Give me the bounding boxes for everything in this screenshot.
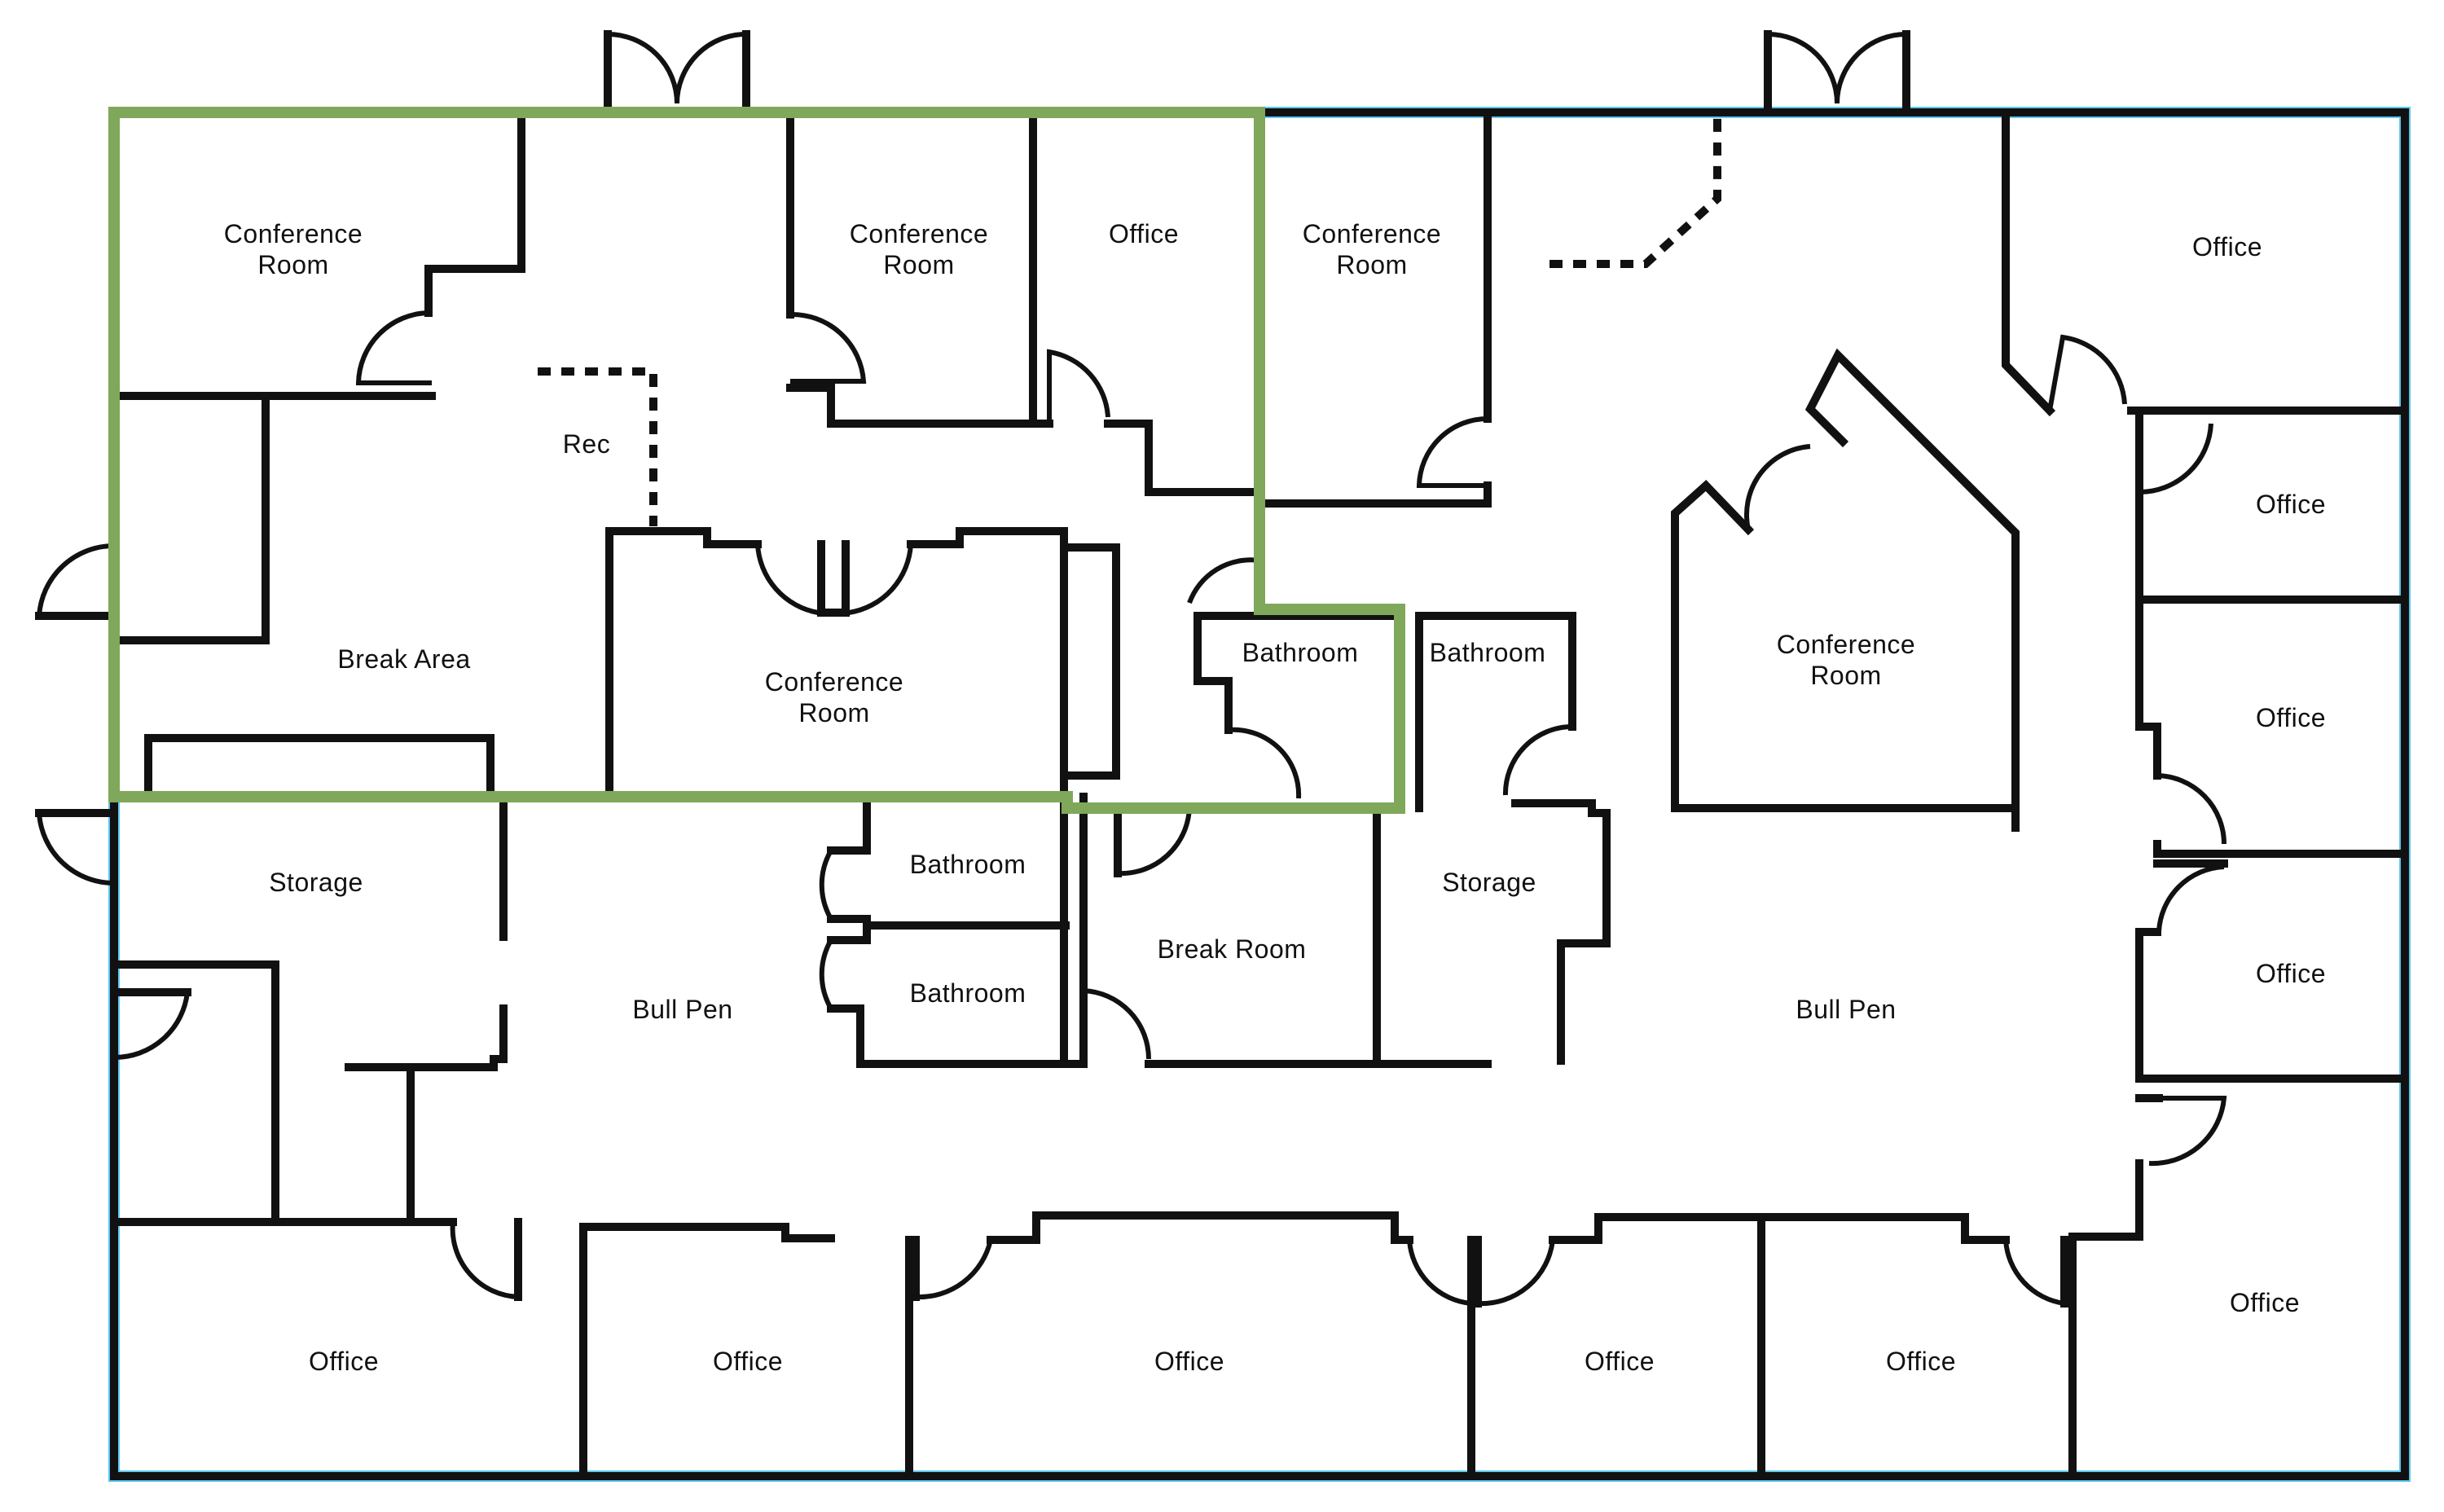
office-bottom-right-label: Office [2230, 1288, 2300, 1317]
bathroom-c-label: Bathroom [910, 850, 1026, 879]
office-bottom-3-label: Office [1154, 1347, 1224, 1376]
bathroom-a-label: Bathroom [1242, 638, 1359, 667]
conf-room-e-label-line1: Conference [765, 667, 903, 697]
break-area-label: Break Area [337, 644, 470, 674]
conf-room-a-label-line2: Room [257, 250, 328, 279]
office-bottom-1-label: Office [309, 1347, 379, 1376]
green-zone-outline [108, 107, 1405, 814]
room-labels: Conference Room Conference Room Office C… [224, 219, 2326, 1376]
office-right-1-label: Office [2256, 490, 2326, 519]
office-top-right-label: Office [2192, 232, 2262, 262]
office-bottom-2-label: Office [713, 1347, 783, 1376]
office-right-2-label: Office [2256, 703, 2326, 732]
bathroom-b-label: Bathroom [1430, 638, 1546, 667]
conf-room-b-label-line1: Conference [850, 219, 988, 248]
office-bottom-4-label: Office [1585, 1347, 1655, 1376]
conf-room-d-label-line2: Room [1810, 661, 1881, 690]
rec-label: Rec [563, 429, 610, 459]
conf-room-c-label-line1: Conference [1303, 219, 1441, 248]
bull-pen-right-label: Bull Pen [1796, 995, 1896, 1024]
office-right-3-label: Office [2256, 959, 2326, 988]
bathroom-d-label: Bathroom [910, 978, 1026, 1008]
break-room-label: Break Room [1158, 934, 1307, 964]
conf-room-c-label-line2: Room [1336, 250, 1407, 279]
office-top-mid-label: Office [1109, 219, 1179, 248]
conf-room-b-label-line2: Room [883, 250, 954, 279]
door-swings [37, 31, 2227, 1307]
office-bottom-5-label: Office [1886, 1347, 1956, 1376]
bull-pen-left-label: Bull Pen [632, 995, 732, 1024]
storage-mid-label: Storage [1442, 868, 1536, 897]
conf-room-a-label-line1: Conference [224, 219, 363, 248]
storage-left-label: Storage [269, 868, 363, 897]
conf-room-e-label-line2: Room [798, 698, 869, 727]
conf-room-d-label-line1: Conference [1777, 630, 1915, 659]
walls [35, 30, 2409, 1480]
